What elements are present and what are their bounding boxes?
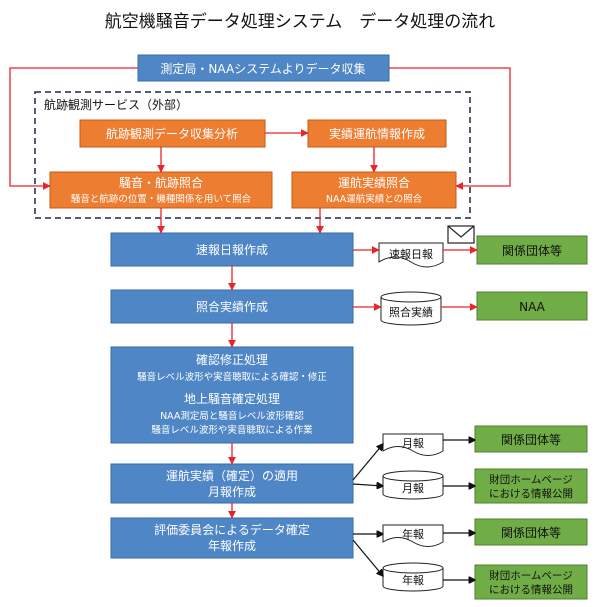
ops-info-label: 実績運航情報作成 xyxy=(329,126,425,141)
noise-match-box: 騒音・航跡照合 騒音と航跡の位置・機種関係を用いて照合 xyxy=(49,171,273,209)
service-group: 航跡観測サービス（外部） xyxy=(34,91,471,219)
ops-match-box: 運航実績照合 NAA運航実績との照合 xyxy=(291,171,457,209)
ops-info-box: 実績運航情報作成 xyxy=(307,119,447,148)
arrow-annual-db xyxy=(352,539,383,576)
ground-sub-2: 騒音レベル波形や実音聴取による作業 xyxy=(151,424,313,436)
analysis-box: 航跡観測データ収集分析 xyxy=(79,119,266,148)
monthly-web-box: 財団ホームページ における情報公開 xyxy=(474,468,588,504)
annual-line-1: 評価委員会によるデータ確定 xyxy=(154,522,310,537)
daily-box: 速報日報作成 xyxy=(110,232,354,267)
annual-document-label: 年報 xyxy=(402,527,424,541)
ground-sub-1: NAA測定局と騒音レベル波形確認 xyxy=(160,410,304,422)
monthly-line-2: 月報作成 xyxy=(208,485,256,499)
arrow-collect-right xyxy=(389,67,511,190)
confirm-sub: 騒音レベル波形や実音聴取による確認・修正 xyxy=(137,371,327,383)
ops-match-title: 運航実績照合 xyxy=(338,175,410,190)
confirm-box: 確認修正処理 騒音レベル波形や実音聴取による確認・修正 地上騒音確定処理 NAA… xyxy=(110,346,354,444)
matching-box: 照合実績作成 xyxy=(110,289,354,324)
monthly-database-label: 月報 xyxy=(402,482,424,495)
arrow-monthly-db xyxy=(352,484,383,486)
annual-web-line-1: 財団ホームページ xyxy=(489,569,572,582)
annual-recipient-box: 関係団体等 xyxy=(474,518,588,546)
annual-line-2: 年報作成 xyxy=(208,539,256,553)
daily-document-label: 速報日報 xyxy=(389,248,433,261)
daily-document: 速報日報 xyxy=(378,242,444,268)
arrow-monthly-doc xyxy=(352,444,383,481)
daily-recipient-box: 関係団体等 xyxy=(476,235,588,265)
collect-label: 測定局・NAAシステムよりデータ収集 xyxy=(160,61,365,76)
match-recipient-label: NAA xyxy=(519,300,546,314)
monthly-line-1: 運航実績（確定）の適用 xyxy=(166,468,298,483)
monthly-recipient-label: 関係団体等 xyxy=(501,433,561,447)
matching-label: 照合実績作成 xyxy=(196,299,268,314)
daily-label: 速報日報作成 xyxy=(196,243,268,257)
noise-match-title: 騒音・航跡照合 xyxy=(119,175,203,190)
collect-box: 測定局・NAAシステムよりデータ収集 xyxy=(137,54,390,82)
annual-document: 年報 xyxy=(382,524,444,547)
annual-web-box: 財団ホームページ における情報公開 xyxy=(474,564,588,600)
annual-box: 評価委員会によるデータ確定 年報作成 xyxy=(110,517,354,559)
page-title: 航空機騒音データ処理システム データ処理の流れ xyxy=(105,11,496,32)
monthly-database: 月報 xyxy=(382,470,444,500)
monthly-web-line-2: における情報公開 xyxy=(489,487,573,500)
fanout-connectors xyxy=(352,440,475,580)
mail-icon xyxy=(447,225,475,244)
daily-recipient-label: 関係団体等 xyxy=(502,244,562,258)
monthly-document-label: 月報 xyxy=(402,437,424,450)
match-database-label: 照合実績 xyxy=(389,305,433,319)
monthly-recipient-box: 関係団体等 xyxy=(474,425,588,453)
noise-match-sub: 騒音と航跡の位置・機種関係を用いて照合 xyxy=(71,193,252,205)
annual-database: 年報 xyxy=(382,562,444,592)
connectors xyxy=(9,67,511,519)
monthly-web-line-1: 財団ホームページ xyxy=(489,473,572,486)
arrow-collect-left xyxy=(9,67,138,190)
analysis-label: 航跡観測データ収集分析 xyxy=(106,126,238,141)
ops-match-sub: NAA運航実績との照合 xyxy=(326,193,423,205)
monthly-document: 月報 xyxy=(382,433,444,456)
match-recipient-box: NAA xyxy=(476,291,588,321)
ground-title: 地上騒音確定処理 xyxy=(184,391,280,406)
match-database: 照合実績 xyxy=(380,291,442,326)
annual-database-label: 年報 xyxy=(402,573,424,587)
confirm-title: 確認修正処理 xyxy=(196,352,268,367)
monthly-box: 運航実績（確定）の適用 月報作成 xyxy=(110,463,354,504)
annual-web-line-2: における情報公開 xyxy=(489,583,573,596)
annual-recipient-label: 関係団体等 xyxy=(501,526,561,540)
service-group-label: 航跡観測サービス（外部） xyxy=(44,97,188,112)
